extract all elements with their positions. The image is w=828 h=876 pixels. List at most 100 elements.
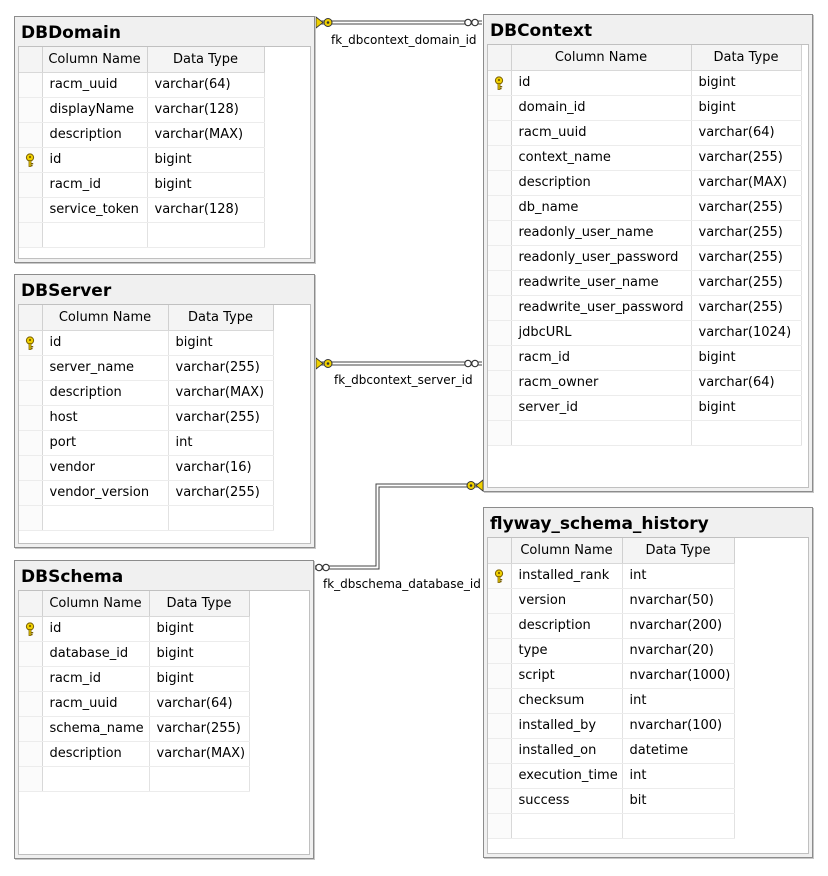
row-selector[interactable] bbox=[488, 738, 512, 764]
row-selector[interactable] bbox=[19, 691, 43, 717]
row-selector[interactable] bbox=[19, 355, 43, 381]
column-type-empty[interactable] bbox=[622, 813, 735, 839]
row-selector[interactable] bbox=[19, 455, 43, 481]
row-selector[interactable] bbox=[19, 616, 43, 642]
row-selector[interactable] bbox=[488, 663, 512, 689]
row-selector[interactable] bbox=[19, 147, 43, 173]
relationship-line-server[interactable] bbox=[315, 357, 482, 370]
row-selector[interactable] bbox=[19, 380, 43, 406]
row-selector[interactable] bbox=[488, 420, 512, 446]
empty-new-row[interactable] bbox=[19, 766, 250, 792]
row-selector[interactable] bbox=[19, 480, 43, 506]
row-selector[interactable] bbox=[19, 766, 43, 792]
row-selector[interactable] bbox=[488, 613, 512, 639]
row-selector[interactable] bbox=[488, 563, 512, 589]
row-selector[interactable] bbox=[19, 72, 43, 98]
column-name-empty[interactable] bbox=[511, 420, 692, 446]
row-selector[interactable] bbox=[19, 97, 43, 123]
column-type-empty[interactable] bbox=[691, 420, 802, 446]
column-type-empty[interactable] bbox=[168, 505, 274, 531]
column-type-empty[interactable] bbox=[147, 222, 265, 248]
row-selector[interactable] bbox=[488, 120, 512, 146]
column-name-empty[interactable] bbox=[42, 222, 148, 248]
row-selector[interactable] bbox=[488, 145, 512, 171]
row-selector[interactable] bbox=[488, 588, 512, 614]
row-selector[interactable] bbox=[19, 222, 43, 248]
row-selector[interactable] bbox=[488, 395, 512, 421]
row-selector[interactable] bbox=[488, 688, 512, 714]
column-name-empty[interactable] bbox=[42, 505, 169, 531]
row-selector[interactable] bbox=[19, 505, 43, 531]
row-selector[interactable] bbox=[488, 245, 512, 271]
row-selector[interactable] bbox=[19, 330, 43, 356]
empty-new-row[interactable] bbox=[19, 505, 274, 531]
relationship-line-schema[interactable] bbox=[315, 479, 484, 572]
empty-new-row[interactable] bbox=[19, 222, 265, 248]
row-selector[interactable] bbox=[488, 813, 512, 839]
column-name-empty[interactable] bbox=[42, 766, 150, 792]
row-selector[interactable] bbox=[19, 641, 43, 667]
row-selector[interactable] bbox=[488, 70, 512, 96]
row-selector[interactable] bbox=[488, 220, 512, 246]
row-selector[interactable] bbox=[488, 320, 512, 346]
row-selector[interactable] bbox=[488, 638, 512, 664]
empty-new-row[interactable] bbox=[488, 420, 802, 446]
row-selector[interactable] bbox=[488, 195, 512, 221]
row-selector[interactable] bbox=[488, 713, 512, 739]
row-selector[interactable] bbox=[488, 170, 512, 196]
column-type-empty[interactable] bbox=[149, 766, 250, 792]
row-selector[interactable] bbox=[19, 405, 43, 431]
row-selector[interactable] bbox=[19, 430, 43, 456]
row-selector[interactable] bbox=[488, 788, 512, 814]
row-selector[interactable] bbox=[488, 345, 512, 371]
row-selector[interactable] bbox=[19, 666, 43, 692]
row-selector[interactable] bbox=[19, 172, 43, 198]
relationship-line-domain[interactable] bbox=[315, 16, 482, 29]
row-selector[interactable] bbox=[19, 197, 43, 223]
row-selector[interactable] bbox=[488, 270, 512, 296]
